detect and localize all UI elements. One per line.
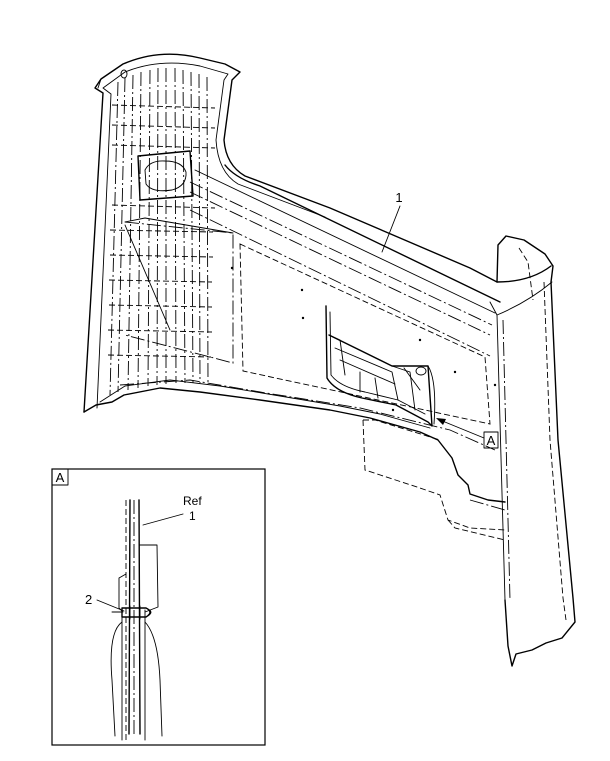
detail-a-frame: [51, 468, 266, 746]
detail-a-flag-label: A: [487, 433, 496, 448]
detail-a-pointer: A: [436, 418, 499, 449]
callout-part-1: 1: [381, 190, 403, 253]
detail-a-title-box: [51, 468, 69, 486]
detail-a-inset: A Ref 1 2: [51, 468, 266, 746]
detail-a-title: A: [56, 470, 65, 485]
ref-label: Ref: [183, 494, 202, 508]
callout-label-2: 2: [85, 592, 92, 607]
rear-trim-panel: [83, 53, 576, 667]
detail-a-flag-box: [483, 431, 499, 449]
ref-part-label: 1: [189, 509, 196, 523]
callout-label-1: 1: [395, 190, 402, 205]
